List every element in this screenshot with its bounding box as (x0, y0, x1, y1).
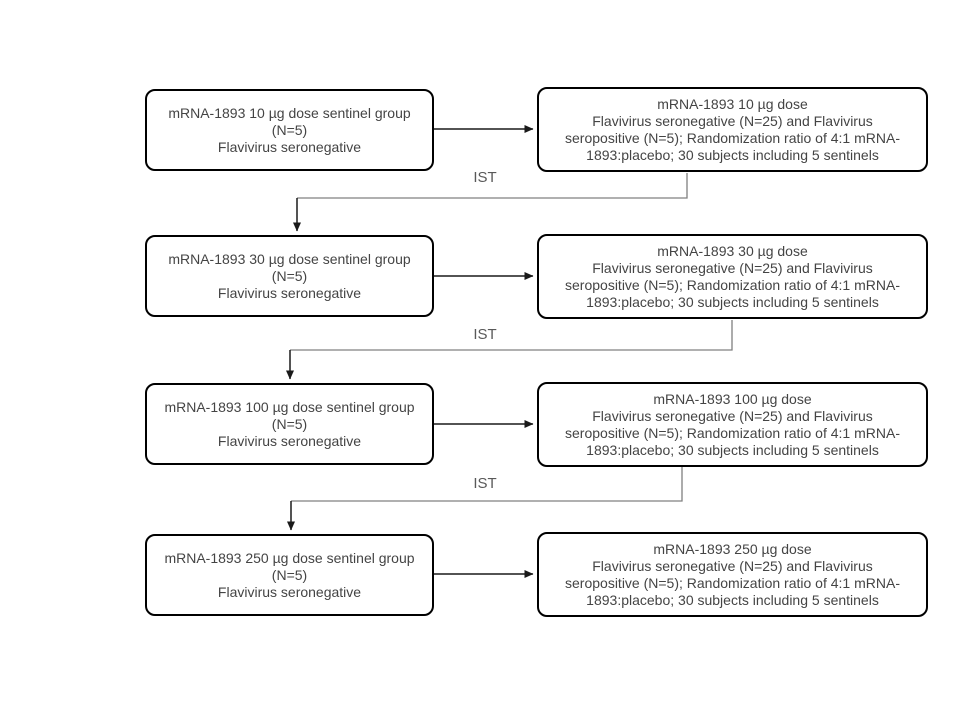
box-text-line: (N=5) (271, 415, 308, 432)
sentinel-group-box-250ug: mRNA-1893 250 µg dose sentinel group (N=… (145, 534, 434, 616)
expansion-group-box-10ug: mRNA-1893 10 µg dose Flavivirus seronega… (537, 87, 928, 172)
box-text-line: seropositive (N=5); Randomization ratio … (565, 129, 900, 146)
box-text-line: 1893:placebo; 30 subjects including 5 se… (586, 441, 879, 458)
elbow-connector-row3-to-row4 (291, 467, 683, 502)
box-text-line: (N=5) (271, 121, 308, 138)
box-text-line: Flavivirus seronegative (217, 284, 362, 301)
box-text-line: 1893:placebo; 30 subjects including 5 se… (586, 146, 879, 163)
box-text-line: 1893:placebo; 30 subjects including 5 se… (586, 293, 879, 310)
box-text-line: mRNA-1893 10 µg dose sentinel group (168, 104, 411, 121)
expansion-group-box-30ug: mRNA-1893 30 µg dose Flavivirus seronega… (537, 234, 928, 319)
sentinel-group-box-10ug: mRNA-1893 10 µg dose sentinel group (N=5… (145, 89, 434, 171)
box-text-line: seropositive (N=5); Randomization ratio … (565, 276, 900, 293)
sentinel-group-box-30ug: mRNA-1893 30 µg dose sentinel group (N=5… (145, 235, 434, 317)
box-text-line: mRNA-1893 30 µg dose (657, 242, 808, 259)
ist-label-2: IST (473, 326, 497, 343)
box-text-line: seropositive (N=5); Randomization ratio … (565, 424, 900, 441)
sentinel-group-box-100ug: mRNA-1893 100 µg dose sentinel group (N=… (145, 383, 434, 465)
box-text-line: 1893:placebo; 30 subjects including 5 se… (586, 591, 879, 608)
elbow-connector-row1-to-row2 (297, 173, 688, 199)
box-text-line: Flavivirus seronegative (N=25) and Flavi… (592, 112, 873, 129)
box-text-line: Flavivirus seronegative (217, 138, 362, 155)
ist-label-3: IST (473, 475, 497, 492)
ist-label-1: IST (473, 169, 497, 186)
expansion-group-box-250ug: mRNA-1893 250 µg dose Flavivirus seroneg… (537, 532, 928, 617)
box-text-line: mRNA-1893 100 µg dose (653, 390, 812, 407)
box-text-line: mRNA-1893 250 µg dose (653, 540, 812, 557)
box-text-line: mRNA-1893 30 µg dose sentinel group (168, 250, 411, 267)
box-text-line: mRNA-1893 100 µg dose sentinel group (164, 398, 415, 415)
box-text-line: mRNA-1893 10 µg dose (657, 95, 808, 112)
box-text-line: mRNA-1893 250 µg dose sentinel group (164, 549, 415, 566)
box-text-line: Flavivirus seronegative (N=25) and Flavi… (592, 407, 873, 424)
box-text-line: seropositive (N=5); Randomization ratio … (565, 574, 900, 591)
box-text-line: Flavivirus seronegative (217, 432, 362, 449)
box-text-line: Flavivirus seronegative (N=25) and Flavi… (592, 557, 873, 574)
box-text-line: (N=5) (271, 566, 308, 583)
box-text-line: Flavivirus seronegative (N=25) and Flavi… (592, 259, 873, 276)
box-text-line: (N=5) (271, 267, 308, 284)
box-text-line: Flavivirus seronegative (217, 583, 362, 600)
elbow-connector-row2-to-row3 (290, 320, 733, 351)
expansion-group-box-100ug: mRNA-1893 100 µg dose Flavivirus seroneg… (537, 382, 928, 467)
